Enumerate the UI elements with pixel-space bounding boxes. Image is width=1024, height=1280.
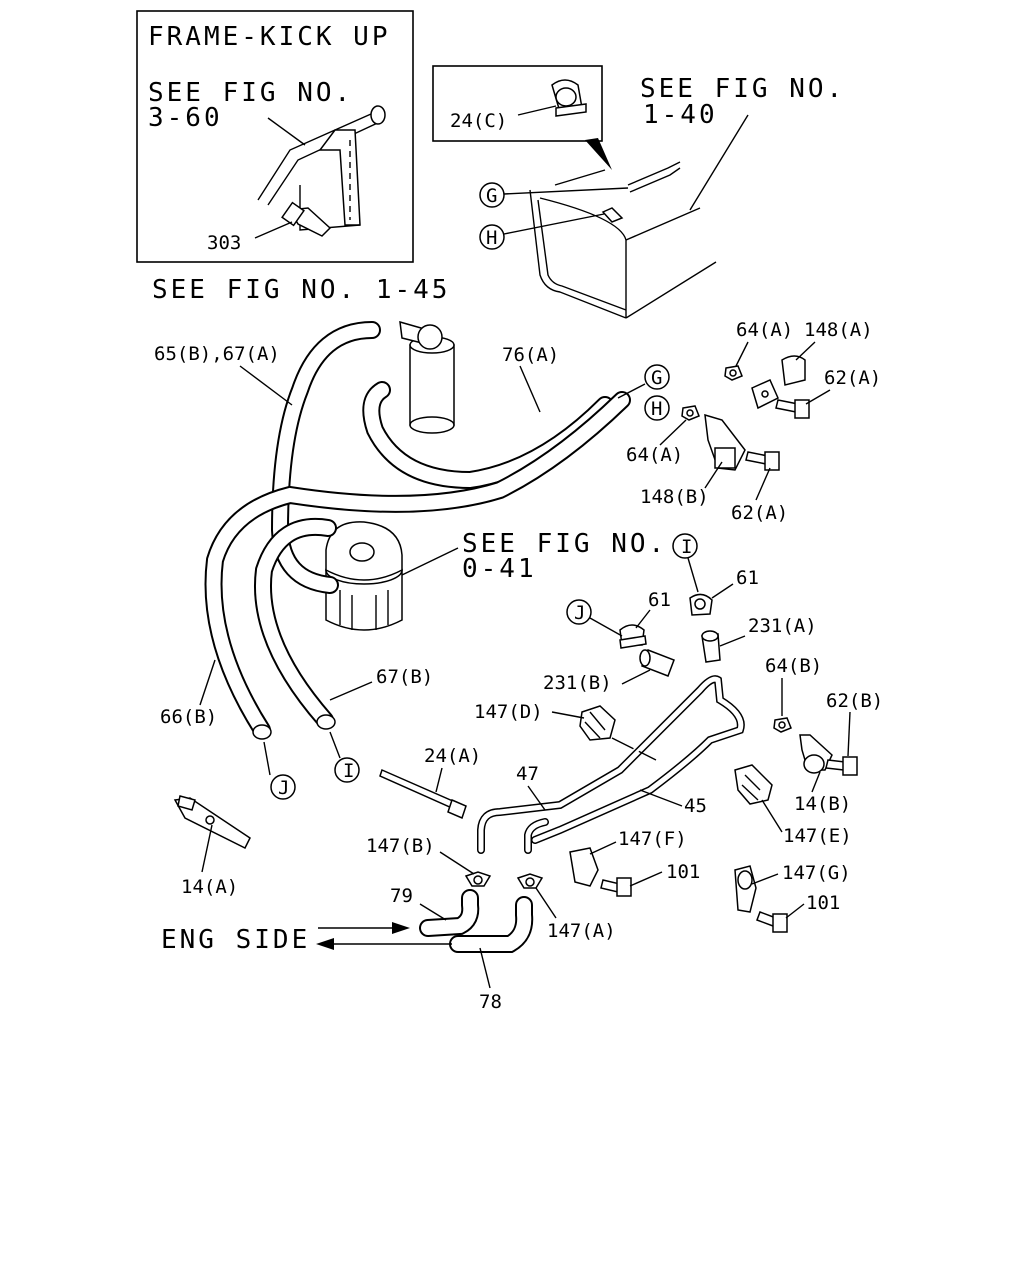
svg-text:J: J — [574, 602, 585, 624]
label-78: 78 — [479, 991, 502, 1013]
label-24a: 24(A) — [424, 745, 481, 767]
label-24c: 24(C) — [450, 110, 507, 132]
connector-i-icon: I — [334, 757, 360, 783]
bolt-101-icon — [756, 911, 788, 933]
svg-text:G: G — [651, 367, 662, 389]
svg-text:H: H — [486, 227, 497, 249]
small-parts — [173, 355, 858, 933]
inset-title: FRAME-KICK UP — [148, 22, 391, 52]
label-148a: 148(A) — [804, 319, 873, 341]
bracket-14b-icon — [799, 734, 833, 774]
inset-ref-line1: SEE FIG NO. — [148, 78, 353, 108]
connector-j-icon: J — [270, 774, 296, 800]
bolt-101-icon — [600, 877, 632, 897]
fuel-tank-reference: SEE FIG NO. 1-40 — [529, 74, 845, 319]
label-101-1: 101 — [666, 861, 700, 883]
label-61-2: 61 — [736, 567, 759, 589]
label-66b: 66(B) — [160, 706, 217, 728]
clip-147f-icon — [569, 847, 599, 887]
sleeve-231b-icon — [639, 649, 675, 677]
tank-ref-line1: SEE FIG NO. — [640, 74, 845, 104]
label-147e: 147(E) — [783, 825, 852, 847]
label-101-2: 101 — [806, 892, 840, 914]
label-65b-67a: 65(B),67(A) — [154, 343, 280, 365]
sleeve-231a-icon — [701, 630, 721, 663]
label-64b: 64(B) — [765, 655, 822, 677]
label-147g: 147(G) — [782, 862, 851, 884]
connector-h-icon: H — [479, 224, 505, 250]
connector-g-icon: G — [479, 182, 505, 208]
part-labels: 64(A) 148(A) 62(A) 65(B),67(A) 76(A) 64(… — [154, 319, 883, 1013]
eng-side-label: ENG SIDE — [161, 925, 310, 955]
label-14a: 14(A) — [181, 876, 238, 898]
lower-fuel-filter: SEE FIG NO. 0-41 — [325, 521, 667, 631]
wing-clamp-147b-icon — [464, 871, 492, 887]
label-67b: 67(B) — [376, 666, 433, 688]
filter-ref-line2: 0-41 — [462, 554, 537, 584]
label-45: 45 — [684, 795, 707, 817]
label-231a: 231(A) — [748, 615, 817, 637]
label-148b: 148(B) — [640, 486, 709, 508]
label-147f: 147(F) — [618, 828, 687, 850]
nut-64a-icon — [681, 405, 700, 421]
bolt-62a-icon — [775, 399, 810, 419]
engine-side-indicator: ENG SIDE — [161, 922, 452, 955]
nut-64a-icon — [724, 365, 743, 381]
inset-frame-kick-up: FRAME-KICK UP SEE FIG NO. 3-60 303 — [136, 10, 414, 263]
clamp-61-icon — [689, 593, 713, 616]
bracket-148b-icon — [704, 413, 746, 471]
connector-g-icon: G — [644, 364, 670, 390]
svg-text:I: I — [343, 760, 354, 782]
inset-clip-24c: 24(C) — [432, 65, 612, 170]
label-147d: 147(D) — [474, 701, 543, 723]
connector-h-icon: H — [644, 395, 670, 421]
bolt-62b-icon — [825, 756, 858, 776]
label-64a-2: 64(A) — [626, 444, 683, 466]
label-62a: 62(A) — [824, 367, 881, 389]
upper-fuel-filter — [399, 320, 455, 434]
connector-i-icon: I — [672, 533, 698, 559]
clip-147d-icon — [579, 705, 616, 741]
label-47: 47 — [516, 763, 539, 785]
label-79: 79 — [390, 885, 413, 907]
fuel-hoses — [204, 321, 745, 953]
clip-147g-icon — [734, 865, 757, 913]
clip-14a-icon — [173, 795, 251, 850]
svg-text:G: G — [486, 185, 497, 207]
bolt-62a-icon — [745, 451, 780, 471]
wing-clamp-147a-icon — [516, 873, 544, 889]
svg-text:I: I — [681, 536, 692, 558]
label-61-1: 61 — [648, 589, 671, 611]
svg-text:H: H — [651, 398, 662, 420]
connector-markers: G H G H I J J I — [263, 182, 699, 800]
label-76a: 76(A) — [502, 344, 559, 366]
bolt-303-icon — [281, 201, 332, 237]
label-303: 303 — [207, 232, 241, 254]
label-14b: 14(B) — [794, 793, 851, 815]
filter-top-ref: SEE FIG NO. 1-45 — [152, 275, 450, 305]
label-62a-2: 62(A) — [731, 502, 788, 524]
label-147b: 147(B) — [366, 835, 435, 857]
label-64a: 64(A) — [736, 319, 793, 341]
cable-tie-24a-icon — [379, 768, 467, 820]
svg-text:J: J — [278, 777, 289, 799]
label-147a: 147(A) — [547, 920, 616, 942]
nut-64b-icon — [773, 717, 792, 733]
clamp-61-icon — [619, 624, 647, 649]
tank-ref-line2: 1-40 — [643, 100, 718, 130]
connector-j-icon: J — [566, 599, 592, 625]
label-231b: 231(B) — [543, 672, 612, 694]
clip-148a-icon — [751, 355, 806, 410]
clip-147e-icon — [734, 764, 773, 805]
filter-ref-line1: SEE FIG NO. — [462, 529, 667, 559]
clip-24c-icon — [551, 79, 587, 117]
inset-ref-line2: 3-60 — [148, 103, 223, 133]
label-62b: 62(B) — [826, 690, 883, 712]
